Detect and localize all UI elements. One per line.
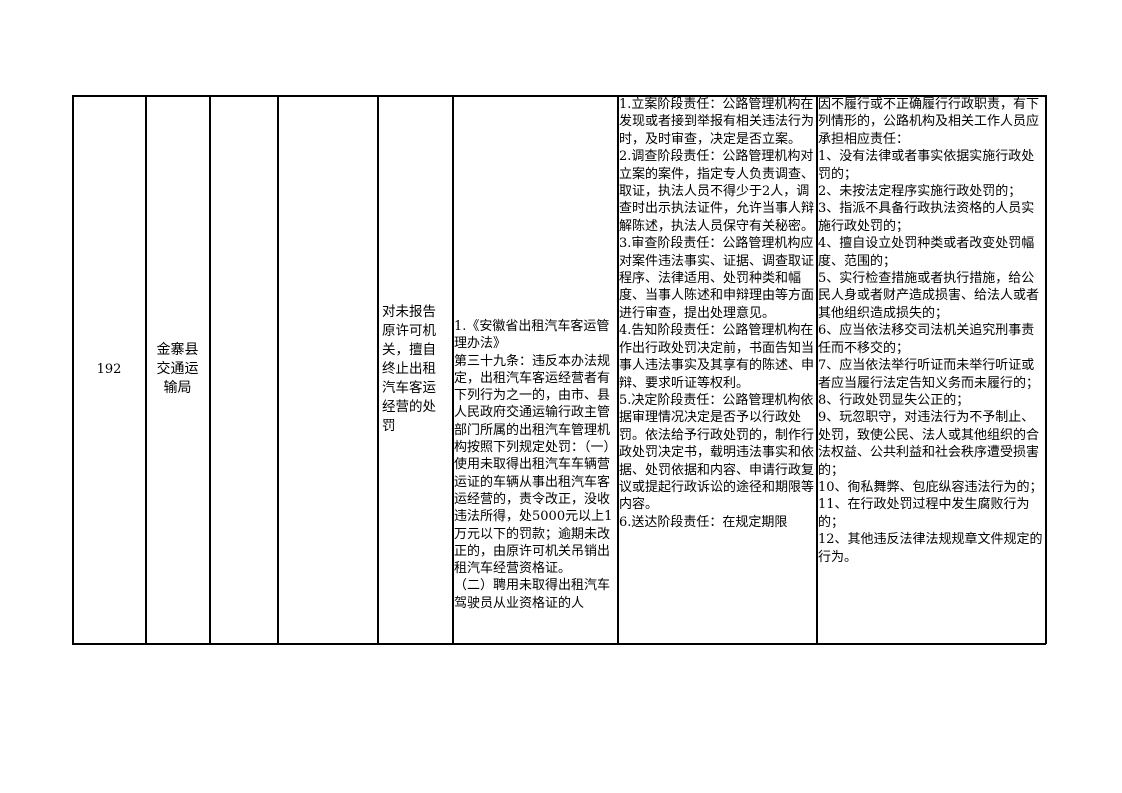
column-border-4 xyxy=(377,95,379,644)
column-border-8 xyxy=(1045,95,1047,644)
column-border-7 xyxy=(816,95,818,644)
department-cell: 金寨县 交通运 输局 xyxy=(146,96,209,643)
accountability-item: 3、指派不具备行政执法资格的人员实施行政处罚的； xyxy=(818,201,1035,234)
accountability-item: 7、应当依法举行听证而未举行听证或者应当履行法定告知义务而未履行的； xyxy=(818,358,1040,391)
responsibility-item: 4.告知阶段责任：公路管理机构在作出行政处罚决定前，书面告知当事人违法事实及其享… xyxy=(619,323,815,391)
accountability-item: 10、徇私舞弊、包庇纵容违法行为的； xyxy=(818,479,1043,495)
item-name: 对未报告 原许可机 关，擅自 终止出租 汽车客运 经营的处 罚 xyxy=(382,304,436,434)
responsibility-item: 5.决定阶段责任：公路管理机构依据审理情况决定是否予以行政处罚。依法给予行政处罚… xyxy=(619,392,815,513)
responsibility-item: 6.送达阶段责任：在规定期限 xyxy=(619,514,788,530)
accountability-item: 11、在行政处罚过程中发生腐败行为的； xyxy=(818,497,1030,530)
seq-number: 192 xyxy=(96,362,122,377)
column-border-6 xyxy=(617,95,619,644)
responsibility-item: 3.审查阶段责任：公路管理机构应对案件违法事实、证据、调查取证程序、法律适用、处… xyxy=(619,236,815,321)
column-border-2 xyxy=(209,95,211,644)
accountability-item: 8、行政处罚显失公正的； xyxy=(818,392,970,408)
accountability-item: 5、实行检查措施或者执行措施，给公民人身或者财产造成损害、给法人或者其他组织造成… xyxy=(818,271,1040,321)
accountability-item: 9、玩忽职守，对违法行为不予制止、处罚，致使公民、法人或其他组织的合法权益、公共… xyxy=(818,410,1040,478)
column-border-1 xyxy=(145,95,147,644)
item-name-cell: 对未报告 原许可机 关，擅自 终止出租 汽车客运 经营的处 罚 xyxy=(379,96,451,643)
accountability-item: 4、擅自设立处罚种类或者改变处罚幅度、范围的； xyxy=(818,236,1035,269)
accountability-list: 因不履行或不正确履行行政职责，有下列情形的，公路机构及相关工作人员应承担相应责任… xyxy=(818,96,1044,566)
accountability-item: 12、其他违反法律法规规章文件规定的行为。 xyxy=(818,532,1043,565)
column-border-5 xyxy=(452,95,454,644)
seq-number-cell: 192 xyxy=(73,96,145,643)
department-name: 金寨县 交通运 输局 xyxy=(156,342,199,396)
accountability-item: 1、没有法律或者事实依据实施行政处罚的； xyxy=(818,149,1035,182)
column-border-3 xyxy=(277,95,279,644)
legal-basis-text: 1.《安徽省出租汽车客运管理办法》 第三十九条：违反本办法规定，出租汽车客运经营… xyxy=(454,319,613,611)
accountability-cell: 因不履行或不正确履行行政职责，有下列情形的，公路机构及相关工作人员应承担相应责任… xyxy=(818,96,1044,643)
accountability-item: 因不履行或不正确履行行政职责，有下列情形的，公路机构及相关工作人员应承担相应责任… xyxy=(818,97,1040,147)
table-top-border xyxy=(72,95,1046,97)
responsibility-list: 1.立案阶段责任：公路管理机构在发现或者接到举报有相关违法行为时，及时审查，决定… xyxy=(619,96,815,531)
accountability-item: 2、未按法定程序实施行政处罚的； xyxy=(818,184,1022,200)
responsibility-item: 2.调查阶段责任：公路管理机构对立案的案件，指定专人负责调查、取证，执法人员不得… xyxy=(619,149,815,234)
legal-basis-cell: 1.《安徽省出租汽车客运管理办法》 第三十九条：违反本办法规定，出租汽车客运经营… xyxy=(454,318,616,643)
column-border-0 xyxy=(72,95,74,644)
table-bottom-border xyxy=(72,643,1046,645)
responsibility-cell: 1.立案阶段责任：公路管理机构在发现或者接到举报有相关违法行为时，及时审查，决定… xyxy=(619,96,815,643)
responsibility-item: 1.立案阶段责任：公路管理机构在发现或者接到举报有相关违法行为时，及时审查，决定… xyxy=(619,97,815,147)
accountability-item: 6、应当依法移交司法机关追究刑事责任而不移交的； xyxy=(818,323,1035,356)
